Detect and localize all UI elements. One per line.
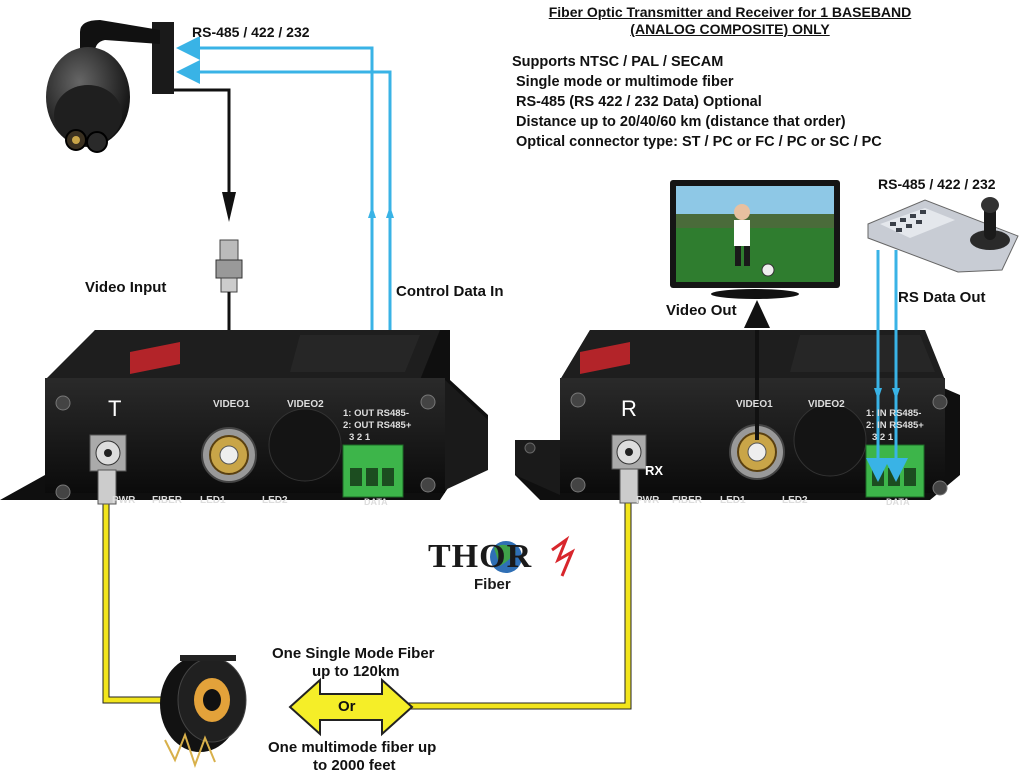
feature-item: Single mode or multimode fiber — [516, 74, 734, 90]
receiver-unit — [515, 330, 960, 504]
feature-item: Distance up to 20/40/60 km (distance tha… — [516, 114, 846, 130]
receiver-video1-label: VIDEO1 — [736, 399, 773, 410]
fiber-multi-line-1: One multimode fiber up — [268, 739, 437, 756]
thor-fiber-logo — [490, 535, 576, 577]
video-output-cable — [744, 300, 770, 440]
receiver-led1-label: LED1 — [720, 495, 746, 506]
receiver-pwr-label: PWR — [636, 495, 660, 506]
transmitter-pin2-label: 2: OUT RS485+ — [343, 420, 412, 431]
receiver-rx-label: RX — [645, 463, 664, 478]
transmitter-video2-label: VIDEO2 — [287, 399, 324, 410]
feature-list: Supports NTSC / PAL / SECAM Single mode … — [512, 52, 882, 152]
receiver-pin1-label: 1: IN RS485- — [866, 408, 922, 419]
transmitter-video1-label: VIDEO1 — [213, 399, 250, 410]
control-data-in-label: Control Data In — [396, 283, 504, 300]
receiver-pin2-label: 2: IN RS485+ — [866, 420, 924, 431]
title-line-2: (ANALOG COMPOSITE) ONLY — [630, 21, 830, 37]
receiver-fiber-label: FIBER — [672, 495, 702, 506]
title-line-1: Fiber Optic Transmitter and Receiver for… — [548, 4, 912, 20]
rs-label-right: RS-485 / 422 / 232 — [878, 176, 996, 192]
transmitter-data-label: DATA — [364, 497, 388, 507]
transmitter-pwr-label: PWR — [112, 495, 136, 506]
feature-item: RS-485 (RS 422 / 232 Data) Optional — [516, 94, 762, 110]
fiber-single-line-2: up to 120km — [312, 663, 400, 680]
ptz-controller-icon — [867, 197, 1019, 273]
transmitter-unit — [0, 330, 488, 505]
ptz-camera-icon — [46, 20, 174, 153]
page-title: Fiber Optic Transmitter and Receiver for… — [520, 4, 940, 38]
feature-item: Optical connector type: ST / PC or FC / … — [516, 134, 882, 150]
receiver-led2-label: LED2 — [782, 495, 808, 506]
logo-sub-text: Fiber — [474, 576, 511, 593]
transmitter-led2-label: LED2 — [262, 495, 288, 506]
receiver-data-label: DATA — [886, 497, 910, 507]
video-input-label: Video Input — [85, 279, 167, 296]
receiver-pins-label: 3 2 1 — [872, 432, 894, 443]
rs-data-out-label: RS Data Out — [898, 289, 986, 306]
fiber-multi-line-2: to 2000 feet — [313, 757, 396, 774]
video-out-label: Video Out — [666, 302, 737, 319]
or-double-arrow — [288, 677, 414, 737]
receiver-video2-label: VIDEO2 — [808, 399, 845, 410]
logo-brand-text: THOR — [428, 538, 533, 575]
rs-data-out-lines — [866, 250, 908, 482]
receiver-letter: R — [621, 396, 637, 421]
transmitter-pin1-label: 1: OUT RS485- — [343, 408, 409, 419]
feature-item: Supports NTSC / PAL / SECAM — [512, 54, 724, 70]
fiber-reel-icon — [160, 655, 247, 769]
transmitter-led1-label: LED1 — [200, 495, 226, 506]
transmitter-pins-label: 3 2 1 — [349, 432, 371, 443]
rs-label-left: RS-485 / 422 / 232 — [192, 24, 310, 40]
or-label: Or — [338, 698, 356, 715]
transmitter-letter: T — [108, 396, 122, 421]
fiber-single-line-1: One Single Mode Fiber — [272, 645, 435, 662]
transmitter-fiber-label: FIBER — [152, 495, 182, 506]
video-monitor-icon — [670, 180, 840, 299]
